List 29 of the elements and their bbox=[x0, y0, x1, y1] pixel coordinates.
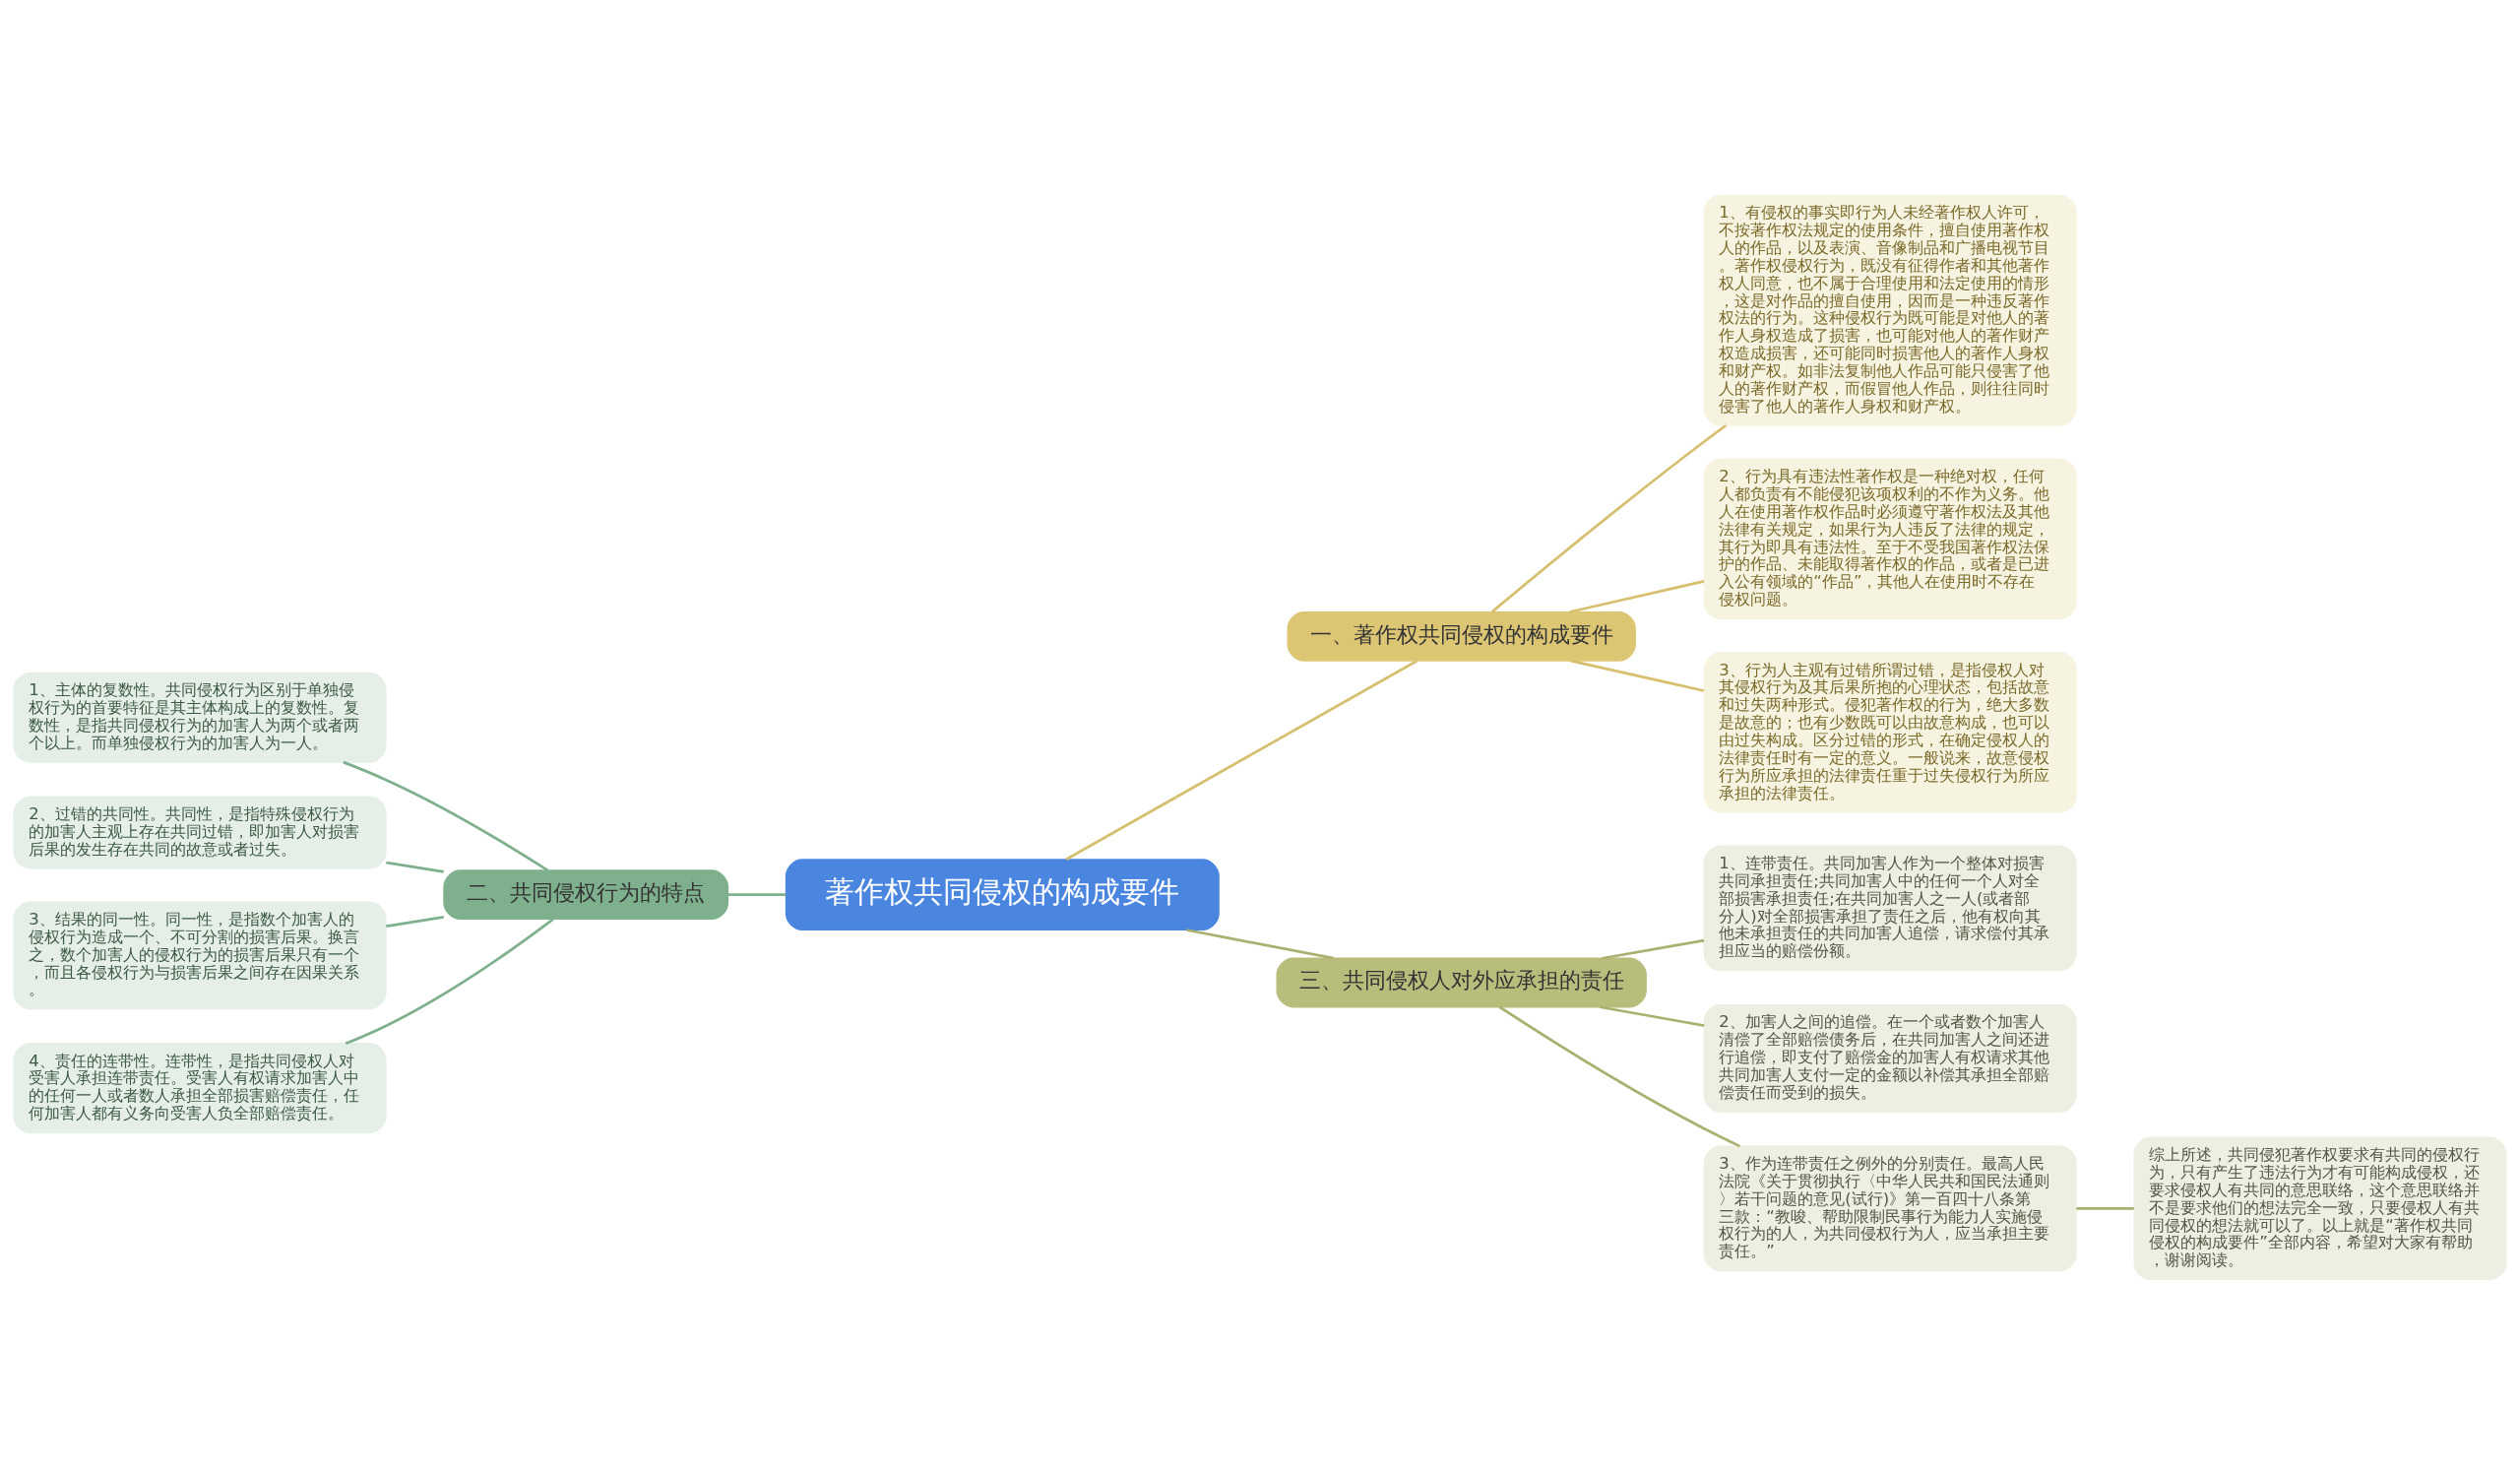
node-box: 著作权共同侵权的构成要件 bbox=[785, 858, 1220, 930]
node-box: 1、有侵权的事实即行为人未经著作权人许可，不按著作权法规定的使用条件，擅自使用著作权人的作品，以及表演、音像制品和广播电视节目。著作权侵权行为，既没有征得作者和其他著作权人同意，也不属于合理使用和法定使用的情形，这是对作品的擅自使用，因而是一种违反著作权法的行为。这种侵权行为既可能是对他人的著作人身权造成了损害，也可能对他人的著作财产权造成损害，还可能同时损害他人的著作人身权和财产权。如非法复制他人作品可能只侵害了他人的著作财产权，而假冒他人作品，则往往同时侵害了他人的著作人身权和财产权。 bbox=[1703, 194, 2077, 426]
connector bbox=[1600, 1004, 1705, 1027]
connector bbox=[386, 915, 444, 928]
connector bbox=[386, 861, 444, 873]
connector bbox=[343, 760, 549, 871]
node-box: 2、过错的共同性。共同性，是指特殊侵权行为的加害人主观上存在共同过错，即加害人对损害后果的发生存在共同的故意或者过失。 bbox=[13, 795, 387, 869]
node-box: 三、共同侵权人对外应承担的责任 bbox=[1276, 957, 1647, 1007]
node-box: 1、连带责任。共同加害人作为一个整体对损害共同承担责任;共同加害人中的任何一个人对全部损害承担责任;在共同加害人之一人(或者部分人)对全部损害承担了责任之后，他有权向其他未承担责任的共同加害人追偿，请求偿付其承担应当的赔偿份额。 bbox=[1703, 845, 2077, 971]
connector bbox=[1569, 579, 1705, 613]
node-box: 1、主体的复数性。共同侵权行为区别于单独侵权行为的首要特征是其主体构成上的复数性。复数性，是指共同侵权行为的加害人为两个或者两个以上。而单独侵权行为的加害人为一人。 bbox=[13, 672, 387, 763]
connector bbox=[1570, 659, 1705, 692]
node-box: 2、加害人之间的追偿。在一个或者数个加害人清偿了全部赔偿债务后，在共同加害人之间还进行追偿，即支付了赔偿金的加害人有权请求其他共同加害人支付一定的金额以补偿其承担全部赔偿责任而受到的损失。 bbox=[1703, 1003, 2077, 1113]
node-box: 3、结果的同一性。同一性，是指数个加害人的侵权行为造成一个、不可分割的损害后果。换言之，数个加害人的侵权行为的损害后果只有一个，而且各侵权行为与损害后果之间存在因果关系。 bbox=[13, 901, 387, 1009]
node-box: 二、共同侵权行为的特点 bbox=[443, 868, 729, 920]
node-box: 3、行为人主观有过错所谓过错，是指侵权人对其侵权行为及其后果所抱的心理状态，包括故意和过失两种形式。侵犯著作权的行为，绝大多数是故意的；也有少数既可以由故意构成，也可以由过失构成。区分过错的形式，在确定侵权人的法律责任时有一定的意义。一般说来，故意侵权行为所应承担的法律责任重于过失侵权行为所应承担的法律责任。 bbox=[1703, 651, 2077, 813]
node-box: 4、责任的连带性。连带性，是指共同侵权人对受害人承担连带责任。受害人有权请求加害人中的任何一人或者数人承担全部损害赔偿责任，任何加害人都有义务向受害人负全部赔偿责任。 bbox=[13, 1042, 387, 1133]
connector bbox=[345, 918, 554, 1045]
connector bbox=[1186, 928, 1334, 960]
node-box: 一、著作权共同侵权的构成要件 bbox=[1287, 610, 1636, 662]
connector bbox=[1065, 659, 1418, 861]
connector bbox=[2076, 1206, 2134, 1210]
node-box: 2、行为具有违法性著作权是一种绝对权，任何人都负责有不能侵犯该项权利的不作为义务。他人在使用著作权作品时必须遵守著作权法及其他法律有关规定，如果行为人违反了法律的规定，其行为即具有违法性。至于不受我国著作权法保护的作品、未能取得著作权的作品，或者是已进入公有领域的“作品”，其他人在使用时不存在侵权问题。 bbox=[1703, 458, 2077, 619]
connector bbox=[1602, 938, 1705, 960]
node-box: 综上所述，共同侵犯著作权要求有共同的侵权行为，只有产生了违法行为才有可能构成侵权，还要求侵权人有共同的意思联络，这个意思联络并不是要求他们的想法完全一致，只要侵权人有共同侵权的想法就可以了。以上就是“著作权共同侵权的构成要件”全部内容，希望对大家有帮助，谢谢阅读。 bbox=[2133, 1136, 2507, 1280]
connector bbox=[727, 892, 787, 896]
node-box: 3、作为连带责任之例外的分别责任。最高人民法院《关于贯彻执行〈中华人民共和国民法通则〉若干问题的意见(试行)》第一百四十八条第三款：“教唆、帮助限制民事行为能力人实施侵权行为的人，为共同侵权行为人，应当承担主要责任。” bbox=[1703, 1145, 2077, 1271]
connector bbox=[1490, 423, 1728, 612]
connector bbox=[1498, 1005, 1741, 1147]
